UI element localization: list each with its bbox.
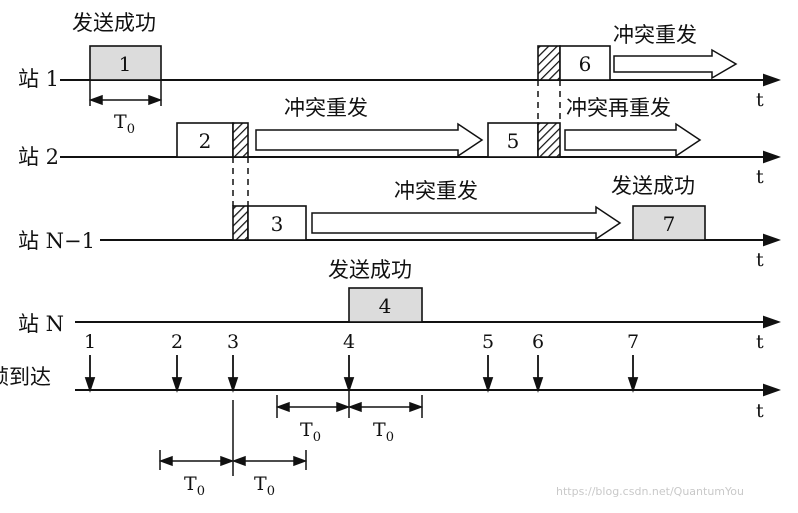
arrival-marker-4 — [343, 355, 355, 393]
watermark: https://blog.csdn.net/QuantumYou — [556, 485, 744, 498]
arrival-number-3: 3 — [227, 331, 239, 353]
t-label-arrivals: t — [756, 400, 764, 422]
note-success-4: 发送成功 — [328, 258, 412, 282]
retransmit-arrow-3 — [311, 205, 622, 241]
arrival-number-7: 7 — [627, 331, 639, 353]
t0-label-2: T0 — [300, 419, 321, 445]
arrival-marker-5 — [482, 355, 494, 393]
arrival-number-6: 6 — [532, 331, 544, 353]
axis-arrow-2 — [763, 150, 781, 164]
axis-arrow-n-1 — [763, 233, 781, 247]
frame-3-collision — [232, 205, 249, 241]
frame-7-box — [632, 205, 706, 241]
arrival-marker-7 — [627, 355, 639, 393]
frame-1-number: 1 — [119, 52, 132, 76]
t0-span-frame-4-after — [347, 401, 424, 413]
frame-3-number: 3 — [271, 212, 284, 236]
arrival-number-1: 1 — [84, 331, 96, 353]
arrival-marker-2 — [171, 355, 183, 393]
note-collision-resend-again-5: 冲突再重发 — [566, 96, 671, 120]
station-label-n-1: 站 N−1 — [18, 229, 95, 253]
frame-6-box — [559, 45, 611, 81]
frame-1-box — [89, 45, 162, 81]
axis-arrow-n — [763, 315, 781, 329]
axis-arrow-arrivals — [763, 383, 781, 397]
t0-label-5: T0 — [254, 473, 275, 499]
t0-label-1: T0 — [114, 111, 135, 137]
t-label-1: t — [756, 89, 764, 111]
note-success-1: 发送成功 — [72, 11, 156, 35]
frame-4-number: 4 — [379, 294, 392, 318]
station-label-2: 站 2 — [18, 145, 59, 169]
frame-2-number: 2 — [199, 129, 212, 153]
arrival-number-4: 4 — [343, 331, 355, 353]
arrival-marker-6 — [532, 355, 544, 393]
axis-arrow-1 — [763, 73, 781, 87]
t0-span-frame-3-after — [231, 455, 308, 467]
retransmit-arrow-6 — [613, 48, 738, 80]
note-collision-resend-6: 冲突重发 — [613, 23, 697, 47]
t0-span-frame-3-before — [158, 455, 235, 467]
frame-2-collision — [232, 122, 249, 158]
t-label-2: t — [756, 166, 764, 188]
t0-label-3: T0 — [373, 419, 394, 445]
arrival-marker-1 — [84, 355, 96, 393]
note-success-7: 发送成功 — [611, 174, 695, 198]
t0-label-4: T0 — [184, 473, 205, 499]
t0-span-frame-1 — [88, 94, 163, 106]
t-label-n-1: t — [756, 249, 764, 271]
arrival-number-5: 5 — [482, 331, 494, 353]
t0-span-frame-4-before — [275, 401, 351, 413]
note-collision-resend-2: 冲突重发 — [284, 96, 368, 120]
station-label-1: 站 1 — [18, 67, 59, 91]
arrival-number-2: 2 — [171, 331, 183, 353]
frame-5-box — [487, 122, 539, 158]
frame-3-box — [247, 205, 307, 241]
frame-5-number: 5 — [507, 129, 520, 153]
note-collision-resend-3: 冲突重发 — [394, 179, 478, 203]
arrival-marker-3 — [227, 355, 239, 393]
frame-4-box — [348, 287, 423, 323]
frame-6-collision — [537, 45, 561, 81]
retransmit-arrow-5 — [564, 122, 702, 158]
frame-7-number: 7 — [663, 212, 676, 236]
t-label-n: t — [756, 331, 764, 353]
frame-6-number: 6 — [579, 52, 592, 76]
frame-5-collision — [537, 122, 561, 158]
station-label-n: 站 N — [18, 312, 64, 336]
retransmit-arrow-2 — [255, 122, 484, 158]
frame-arrival-label: 帧到达 — [0, 365, 51, 389]
